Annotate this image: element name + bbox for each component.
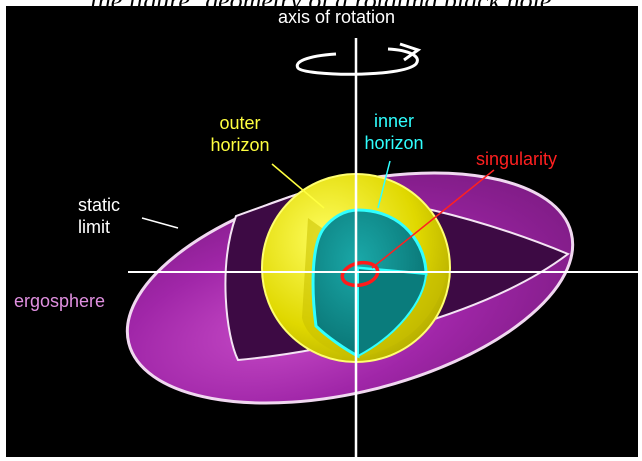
outer-horizon-label: outer horizon — [210, 113, 270, 155]
outer-horizon-leader — [271, 163, 325, 209]
static-limit-label: static limit — [78, 195, 121, 237]
rotation-arrow-icon — [295, 42, 422, 76]
diagram-canvas — [125, 38, 638, 457]
singularity-leader — [371, 169, 495, 269]
inner-horizon-label: inner horizon — [364, 111, 424, 153]
ergosphere-label: ergosphere — [14, 291, 106, 311]
inner-horizon-leader — [377, 160, 391, 209]
singularity-ring — [340, 260, 380, 288]
inner-horizon-back — [357, 266, 428, 358]
singularity-label: singularity — [476, 149, 558, 169]
static-limit-leader — [141, 217, 179, 229]
black-hole-diagram: axis of rotation outer horizon inner hor… — [6, 6, 638, 457]
axis-label: axis of rotation — [278, 7, 396, 27]
